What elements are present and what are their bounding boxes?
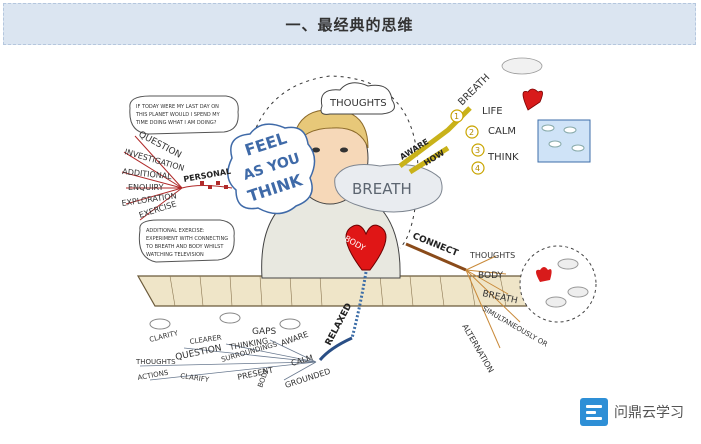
relaxed-item-question: QUESTION — [175, 343, 223, 363]
mind-map-illustration: THOUGHTS FEEL AS YOU THINK BREATH IF TOD… — [121, 57, 597, 390]
aware-number-2: 2 — [469, 128, 474, 137]
relaxed-item-calm: CALM — [290, 353, 314, 368]
breath-label: BREATH — [352, 180, 412, 198]
brand-name: 问鼎云学习 — [614, 405, 684, 421]
heart-icon — [522, 88, 543, 111]
thoughts-cloud — [320, 82, 395, 115]
bottom-note-line-4: WATCHING TELEVISION — [146, 252, 204, 258]
breath-cloud — [334, 164, 443, 213]
top-note-line-2: THIS PLANET WOULD I SPEND MY — [135, 112, 221, 118]
relaxed-item-grounded: GROUNDED — [284, 367, 332, 390]
connect-label: CONNECT — [411, 232, 460, 260]
bottom-note-line-3: TO BREATH AND BODY WHILST — [145, 244, 224, 250]
lungs-cloud — [501, 57, 543, 75]
section-header: 一、最经典的思维 — [3, 3, 696, 45]
aware-item-calm: CALM — [488, 126, 516, 137]
connect-item-1: THOUGHTS — [469, 251, 515, 260]
top-note-line-3: TIME DOING WHAT I AM DOING? — [135, 120, 217, 126]
brand-logo[interactable]: 问鼎云学习 — [580, 396, 695, 428]
aware-item-life: LIFE — [482, 106, 503, 117]
connect-item-2: BODY — [478, 271, 504, 281]
aware-number-4: 4 — [475, 164, 480, 173]
aware-item-breath: BREATH — [456, 72, 492, 108]
body-heart-icon — [345, 224, 387, 271]
connect-item-5: ALTERNATION — [460, 323, 495, 375]
relaxed-item-aware: AWARE — [280, 330, 310, 348]
center-cloud — [227, 123, 316, 215]
personal-label: PERSONAL — [183, 167, 232, 184]
aware-how-label: HOW — [422, 148, 446, 168]
thoughts-label: THOUGHTS — [329, 98, 387, 109]
connect-picture — [519, 245, 597, 323]
bottom-note-line-1: ADDITIONAL EXERCISE: — [146, 228, 205, 234]
relaxed-item-gaps: GAPS — [252, 327, 277, 337]
relaxed-item-thoughts: THOUGHTS — [135, 358, 176, 366]
bottom-note-cloud — [138, 219, 235, 263]
aware-number-1: 1 — [454, 112, 459, 121]
personal-item-4: ENQUIRY — [128, 183, 164, 192]
person-hair — [291, 109, 369, 149]
section-title: 一、最经典的思维 — [285, 15, 414, 34]
bottom-note-line-2: EXPERIMENT WITH CONNECTING — [146, 236, 228, 242]
brand-logo-icon — [580, 398, 608, 426]
aware-number-3: 3 — [475, 146, 480, 155]
top-note-line-1: IF TODAY WERE MY LAST DAY ON — [136, 104, 219, 110]
relaxed-item-clarity: CLARITY — [149, 329, 180, 344]
top-note-cloud — [129, 95, 239, 135]
aware-item-think: THINK — [487, 152, 519, 163]
